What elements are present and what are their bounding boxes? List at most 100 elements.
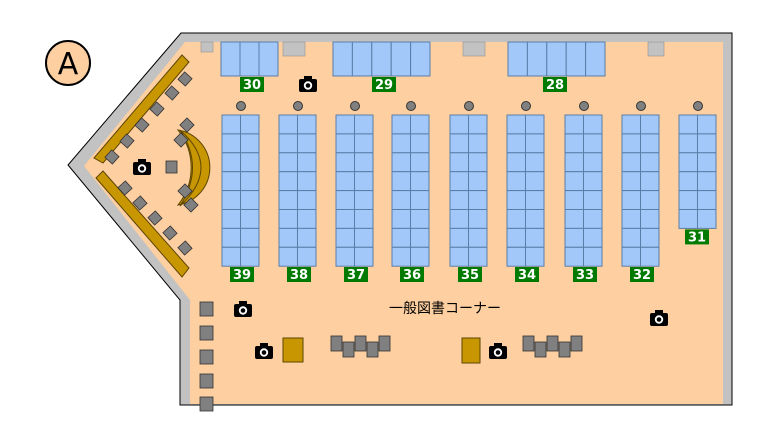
shelf-cell xyxy=(697,152,717,173)
seat xyxy=(162,225,178,241)
shelf-cell xyxy=(335,246,355,267)
shelf-cell xyxy=(678,133,698,154)
shelf-cell xyxy=(621,114,641,135)
main-shelf-36: 36 xyxy=(391,101,430,283)
camera-lens xyxy=(240,308,246,313)
angled-bookshelf xyxy=(93,54,190,164)
camera-lens xyxy=(261,350,267,355)
shelf-cell xyxy=(410,41,431,77)
camera-icon xyxy=(650,310,668,326)
main-shelf-37: 37 xyxy=(335,101,374,283)
shelf-cell xyxy=(297,171,317,192)
shelf-number-label: 30 xyxy=(243,78,261,93)
shelf-cell xyxy=(468,190,488,211)
shelf-cell xyxy=(449,152,469,173)
seat xyxy=(342,341,355,358)
shelf-cell xyxy=(697,209,717,229)
shelf-cell xyxy=(410,190,430,211)
main-shelf-35: 35 xyxy=(449,101,488,283)
seat xyxy=(354,335,367,352)
shelf-cell xyxy=(640,152,660,173)
shelf-cell xyxy=(240,114,260,135)
shelf-cell xyxy=(621,246,641,267)
shelf-cell xyxy=(410,114,430,135)
pillar xyxy=(693,101,703,111)
wall-seat xyxy=(199,301,214,317)
top-shelf-29: 29 xyxy=(332,41,431,93)
shelf-cell xyxy=(297,152,317,173)
shelf-cell xyxy=(697,190,717,211)
wall-seat xyxy=(199,325,214,341)
shelf-cell xyxy=(391,114,411,135)
shelf-number-label: 38 xyxy=(290,268,308,283)
shelf-number-label-bg xyxy=(458,267,482,282)
camera-lens xyxy=(139,166,145,171)
shelf-cell xyxy=(391,152,411,173)
shelf-cell xyxy=(410,246,430,267)
shelf-cell xyxy=(621,152,641,173)
shelf-cell xyxy=(335,190,355,211)
camera-top xyxy=(138,159,146,163)
shelf-number-label-bg xyxy=(287,267,311,282)
shelf-number-label: 28 xyxy=(546,78,564,93)
wall-notch xyxy=(647,41,665,57)
pillar xyxy=(521,101,531,111)
shelf-number-label-bg xyxy=(685,229,709,245)
shelf-cell xyxy=(583,227,603,248)
shelf-cell xyxy=(583,171,603,192)
shelf-number-label: 34 xyxy=(518,268,536,283)
shelf-number-label-bg xyxy=(630,267,654,282)
pillar xyxy=(406,101,416,111)
reading-table xyxy=(179,129,202,207)
seat xyxy=(558,341,571,358)
shelf-number-label-bg xyxy=(515,267,539,282)
shelf-cell xyxy=(239,41,260,77)
shelf-number-label: 33 xyxy=(576,268,594,283)
shelf-cell xyxy=(621,171,641,192)
wall-seat xyxy=(199,349,214,365)
chair xyxy=(165,160,178,174)
seat xyxy=(132,195,148,211)
shelf-cell xyxy=(525,114,545,135)
main-shelf-34: 34 xyxy=(506,101,545,283)
shelf-cell xyxy=(240,152,260,173)
shelf-cell xyxy=(221,246,241,267)
chair xyxy=(183,197,199,213)
seat xyxy=(534,341,547,358)
shelf-cell xyxy=(564,246,584,267)
shelf-cell xyxy=(278,227,298,248)
shelf-cell xyxy=(678,190,698,211)
shelf-cell xyxy=(468,152,488,173)
shelf-cell xyxy=(297,190,317,211)
shelf-cell xyxy=(258,41,279,77)
shelf-number-label: 39 xyxy=(233,268,251,283)
area-label: 一般図書コーナー xyxy=(389,301,501,317)
shelf-cell xyxy=(221,227,241,248)
shelf-cell xyxy=(449,209,469,229)
shelf-cell xyxy=(583,114,603,135)
camera-lens xyxy=(305,83,311,88)
camera-icon xyxy=(299,76,317,92)
shelf-cell xyxy=(240,190,260,211)
shelf-cell xyxy=(621,209,641,229)
shelf-cell xyxy=(391,209,411,229)
shelf-cell xyxy=(278,209,298,229)
shelf-cell xyxy=(391,133,411,154)
shelf-cell xyxy=(506,133,526,154)
shelf-cell xyxy=(354,171,374,192)
seat xyxy=(149,101,165,117)
pillar xyxy=(579,101,589,111)
shelf-cell xyxy=(278,246,298,267)
shelf-cell xyxy=(525,209,545,229)
shelf-cell xyxy=(525,171,545,192)
shelf-cell xyxy=(697,171,717,192)
shelf-cell xyxy=(640,246,660,267)
shelf-cell xyxy=(506,227,526,248)
shelf-cell xyxy=(640,227,660,248)
shelf-cell xyxy=(220,41,241,77)
shelf-cell xyxy=(449,227,469,248)
shelf-cell xyxy=(640,133,660,154)
top-shelf-28: 28 xyxy=(507,41,606,93)
seat xyxy=(177,71,193,87)
